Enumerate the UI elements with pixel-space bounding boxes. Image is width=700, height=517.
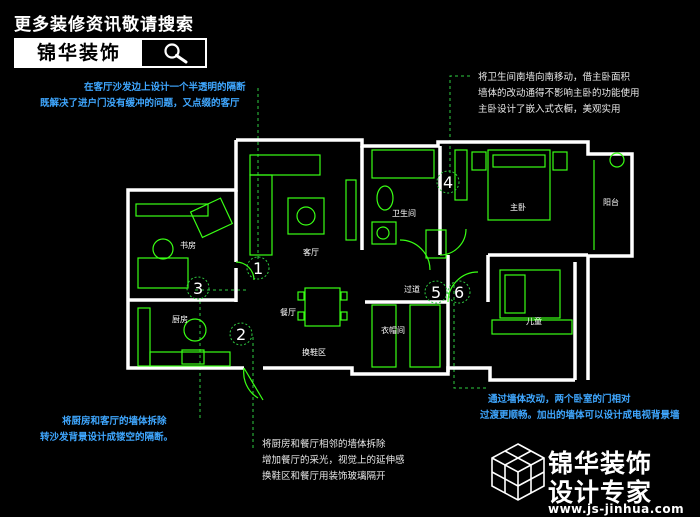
logo-slogan: 设计专家 xyxy=(548,478,653,507)
marker-2: 2 xyxy=(236,325,246,344)
search-icon[interactable] xyxy=(152,41,202,65)
room-wardrobe: 衣帽间 xyxy=(381,325,405,335)
room-kitchen: 厨房 xyxy=(172,314,188,324)
room-living: 客厅 xyxy=(303,247,319,257)
walls xyxy=(126,138,634,382)
search-box[interactable]: 锦华装饰 xyxy=(14,38,207,68)
room-hall: 过道 xyxy=(404,284,420,294)
note-top-right: 将卫生间南墙向南移动，借主卧面积 墙体的改动通得不影响主卧的功能使用 主卧设计了… xyxy=(478,72,640,115)
marker-1: 1 xyxy=(253,259,263,278)
note-bottom-left: 将厨房和客厅的墙体拆除 转沙发背景设计成镂空的隔断。 xyxy=(40,416,174,443)
marker-3: 3 xyxy=(193,279,203,298)
marker-6: 6 xyxy=(454,283,464,302)
room-child: 儿童 xyxy=(526,316,542,326)
marker-labels: 1 2 3 4 5 6 xyxy=(193,173,464,344)
note-bottom-right: 通过墙体改动，两个卧室的门相对 过渡更顺畅。加出的墙体可以设计成电视背景墙 xyxy=(480,394,680,421)
cube-logo-icon xyxy=(491,443,545,501)
furniture xyxy=(135,149,625,401)
room-bath: 卫生间 xyxy=(392,208,416,218)
note-top-left: 在客厅沙发边上设计一个半透明的隔断 既解决了进户门没有缓冲的问题，又点缀的客厅 xyxy=(40,82,246,109)
marker-5: 5 xyxy=(431,283,441,302)
marker-rings xyxy=(186,170,471,346)
note-bottom-mid: 将厨房和餐厅相邻的墙体拆除 增加餐厅的采光，视觉上的延伸感 换鞋区和餐厅用装饰玻… xyxy=(262,439,405,482)
room-balcony: 阳台 xyxy=(603,197,619,207)
room-shoe: 换鞋区 xyxy=(302,347,326,357)
room-study: 书房 xyxy=(180,240,196,250)
logo-brand: 锦华装饰 xyxy=(548,449,653,478)
search-brand-label: 锦华装饰 xyxy=(16,40,142,66)
room-master: 主卧 xyxy=(510,202,526,212)
header-title: 更多装修资讯敬请搜索 xyxy=(14,15,194,35)
room-labels: 书房 客厅 卫生间 主卧 阳台 厨房 餐厅 过道 换鞋区 衣帽间 儿童 xyxy=(172,197,619,357)
marker-4: 4 xyxy=(443,173,453,192)
room-dining: 餐厅 xyxy=(280,308,296,317)
logo-url: www.js-jinhua.com xyxy=(548,502,685,516)
